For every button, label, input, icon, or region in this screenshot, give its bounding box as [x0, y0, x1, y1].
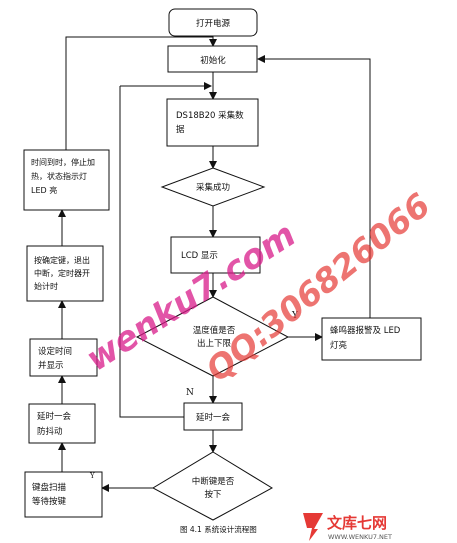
confirm-box [26, 245, 104, 302]
yes-label: Y [291, 311, 299, 321]
confirm-line1: 按确定键，退出 [34, 255, 90, 265]
timeout-box [23, 149, 110, 211]
check-temp-line2: 出上下限 [197, 338, 232, 349]
alarm-line2: 灯亮 [330, 340, 347, 351]
no-label: N [186, 388, 194, 398]
collect-ok-diamond [160, 167, 266, 207]
check-temp-line1: 温度值是否 [193, 325, 236, 336]
scan-keys-line1: 键盘扫描 [32, 482, 67, 493]
figure-caption: 图 4.1 系统设计流程图 [180, 524, 257, 534]
logo-url: WWW.WENKU7.NET [328, 533, 392, 541]
check-interrupt-line1: 中断键是否 [192, 476, 235, 487]
logo-mark-icon [303, 513, 323, 541]
check-interrupt-line2: 按下 [204, 489, 222, 500]
collect-box [166, 98, 259, 147]
lcd-label: LCD 显示 [181, 251, 218, 261]
scan-keys-line2: 等待按键 [32, 496, 67, 507]
check-temp-diamond [135, 296, 290, 377]
init-box [167, 45, 258, 73]
start-terminal [168, 8, 258, 37]
scan-keys-box [24, 471, 103, 518]
delay-main-label: 延时一会 [196, 412, 231, 423]
debounce-line1: 延时一会 [37, 411, 72, 422]
check-interrupt-diamond [151, 451, 274, 521]
timeout-line2: 热，状态指示灯 [31, 171, 87, 181]
delay-main-box [183, 402, 243, 431]
timeout-line3: LED 亮 [31, 185, 57, 195]
confirm-line2: 中断，定时器开 [34, 268, 90, 278]
debounce-box [28, 403, 96, 444]
alarm-box [321, 317, 422, 361]
debounce-line2: 防抖动 [37, 426, 63, 437]
collect-ok-label: 采集成功 [196, 182, 230, 193]
yes2-label: Y [89, 472, 95, 480]
alarm-line1: 蜂鸣器报警及 LED [330, 325, 401, 336]
lcd-box [170, 236, 261, 274]
collect-label-line2: 据 [176, 124, 185, 135]
connectors [58, 36, 371, 492]
collect-label-line1: DS18B20 采集数 [176, 110, 244, 121]
init-label: 初始化 [200, 55, 226, 66]
set-display-box [29, 338, 98, 377]
timeout-line1: 时间到时，停止加 [31, 157, 95, 167]
start-label: 打开电源 [196, 18, 231, 29]
confirm-line3: 始计时 [34, 281, 58, 291]
site-logo: 文库七网 WWW.WENKU7.NET [303, 513, 392, 541]
logo-text: 文库七网 [327, 514, 387, 532]
set-display-line2: 并显示 [38, 360, 64, 371]
set-display-line1: 设定时间 [38, 346, 72, 357]
